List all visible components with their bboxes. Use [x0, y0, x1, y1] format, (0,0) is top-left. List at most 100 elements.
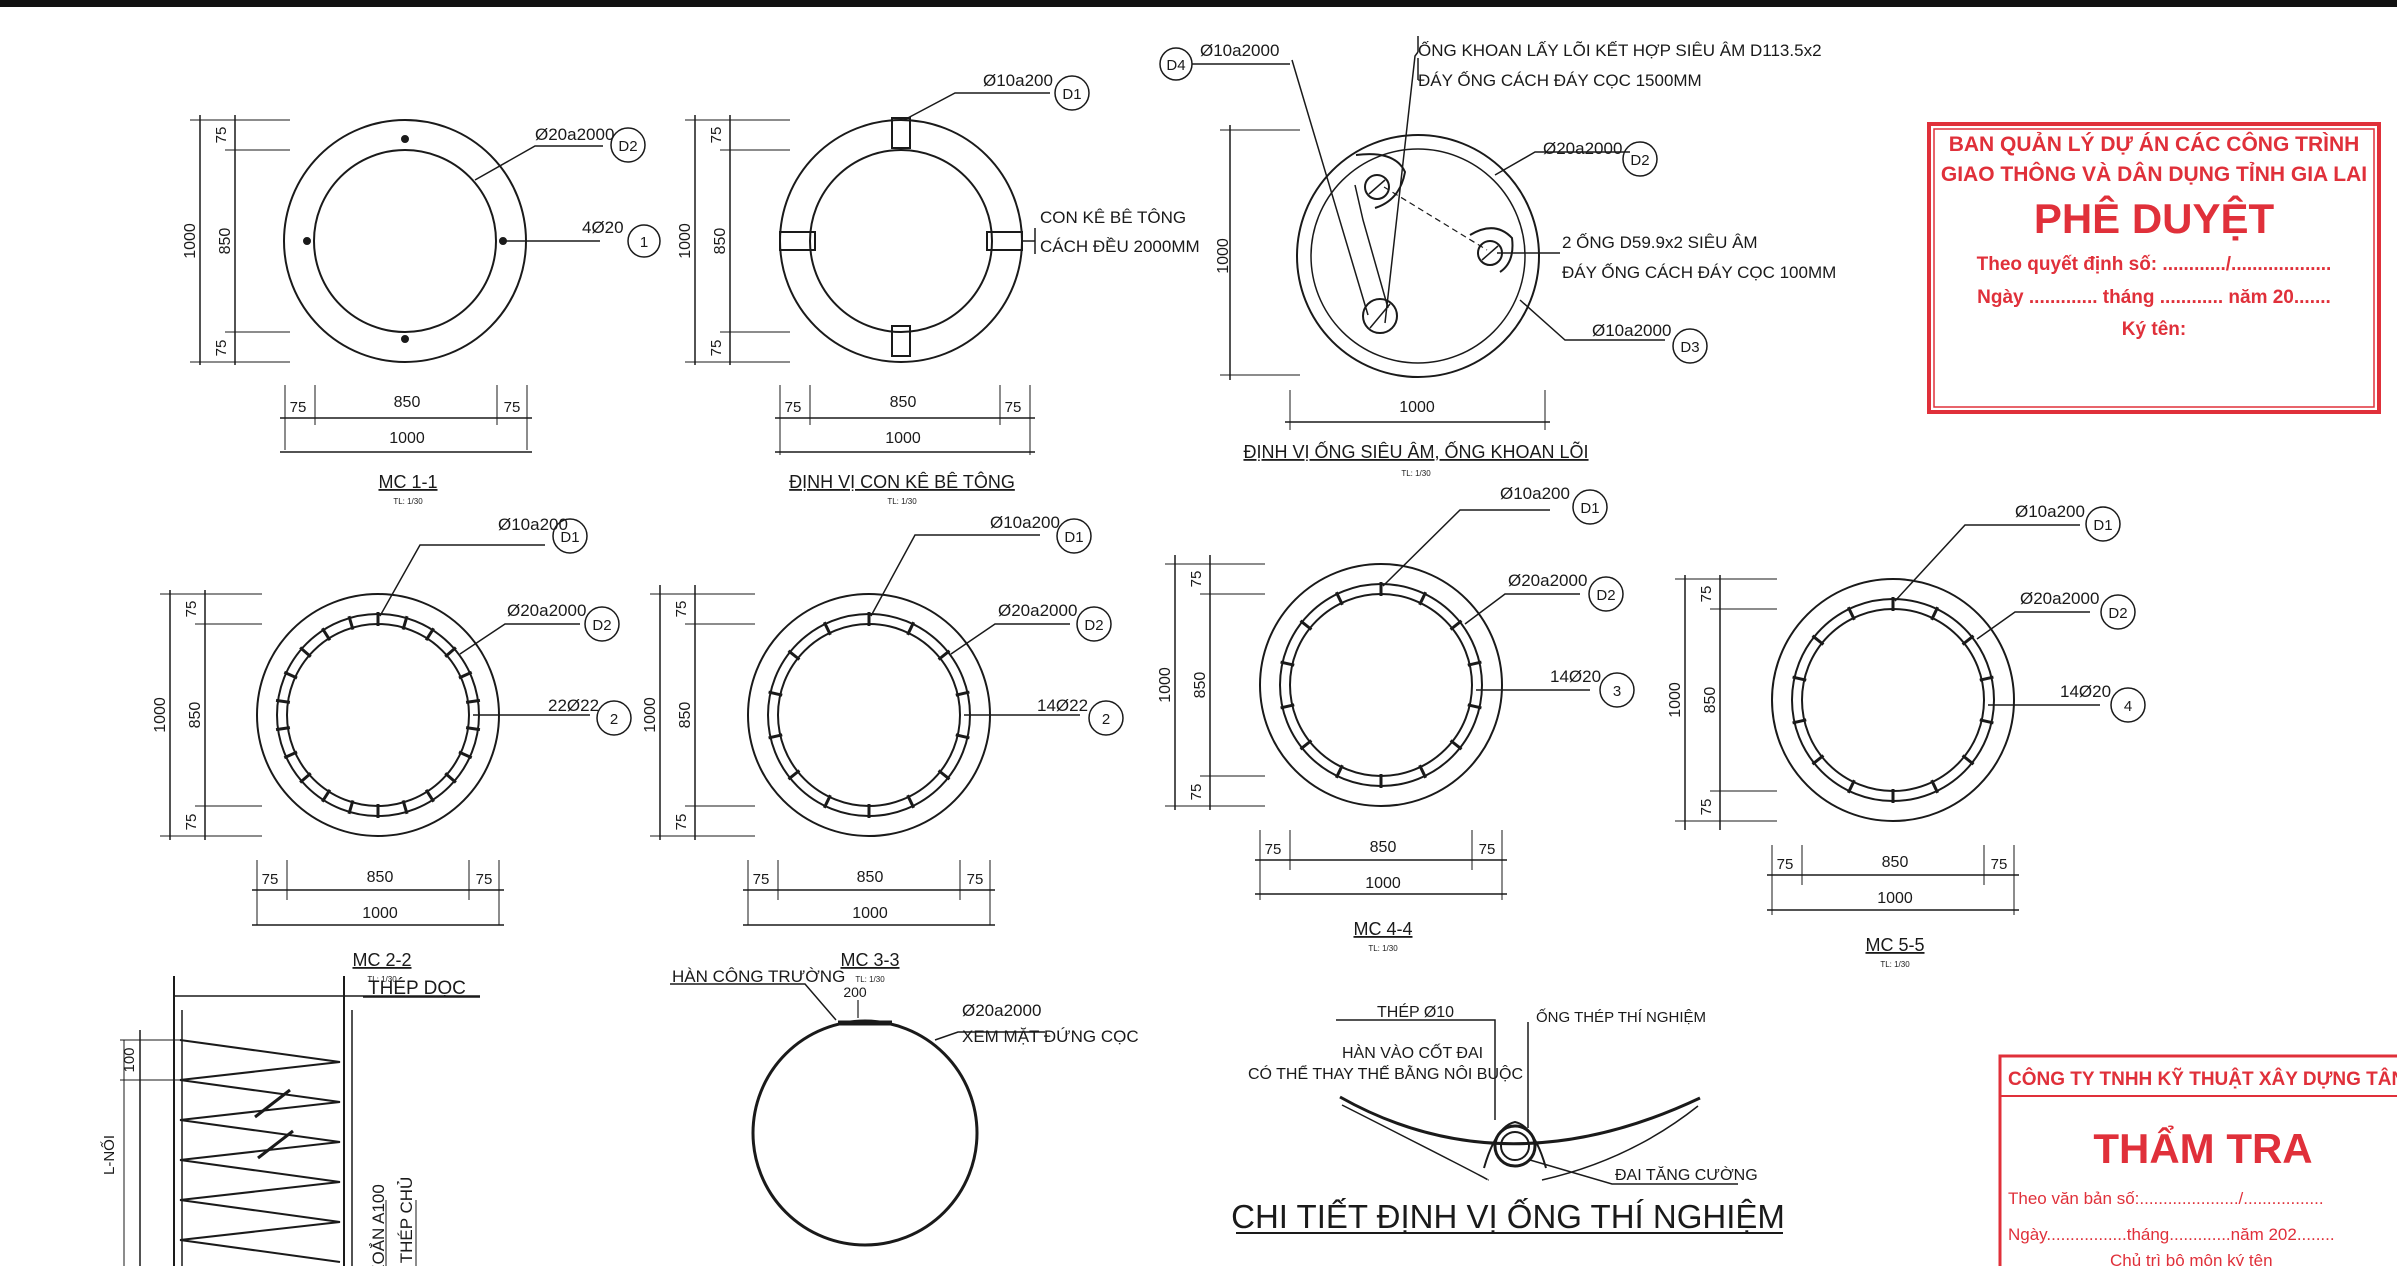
callout-d2: Ø20a2000 — [535, 125, 614, 144]
section-scale: TL: 1/30 — [887, 497, 917, 506]
tag-d1-label: D1 — [2093, 517, 2112, 534]
tube-clip — [1355, 153, 1407, 209]
review-company: CÔNG TY TNHH KỸ THUẬT XÂY DỰNG TÂN TIẾN — [2008, 1068, 2397, 1090]
callout-d4: Ø10a2000 — [1200, 41, 1279, 60]
rebar-tick — [787, 769, 801, 781]
section-scale: TL: 1/30 — [367, 975, 397, 984]
ring-callout-1: Ø20a2000 — [962, 1001, 1041, 1020]
spacer-block — [779, 231, 816, 251]
section-scale: TL: 1/30 — [855, 975, 885, 984]
dim-bottom-75: 75 — [213, 340, 230, 357]
dim-right-75: 75 — [967, 871, 984, 888]
hoop-arc-inner — [1541, 1105, 1699, 1181]
section-mc-3-3 — [650, 518, 1124, 926]
rebar-tick — [937, 769, 951, 781]
rebar-tick — [465, 726, 481, 732]
section-scale: TL: 1/30 — [393, 497, 423, 506]
dim-top-75: 75 — [673, 601, 690, 618]
tag-d1 — [1056, 518, 1092, 554]
sonic-note-2: ĐÁY ỐNG CÁCH ĐÁY CỌC 100MM — [1562, 262, 1836, 282]
callout-d1: Ø10a200 — [1500, 484, 1570, 503]
section-title: MC 2-2 — [352, 950, 411, 970]
section-title: MC 1-1 — [378, 472, 437, 492]
rebar-tick — [1846, 779, 1856, 794]
pile-outline — [1259, 563, 1503, 807]
rebar-tick — [1792, 675, 1807, 682]
section-mc-2-2-text: Ø10a200 D1 Ø20a2000 D2 22Ø22 2 75 850 10… — [152, 515, 618, 999]
sonic-note-1: 2 ỐNG D59.9x2 SIÊU ÂM — [1562, 232, 1758, 252]
rebar-tick — [1334, 764, 1344, 779]
section-tube-layout — [1159, 36, 1708, 430]
dim-1000-h: 1000 — [389, 430, 425, 447]
rebar-tick — [906, 621, 916, 636]
dim-left-75: 75 — [753, 871, 770, 888]
rebar-tick — [347, 799, 355, 815]
dim-bottom-75: 75 — [1698, 799, 1715, 816]
callout-d2: Ø20a2000 — [1543, 139, 1622, 158]
cage-inner — [1801, 608, 1985, 792]
dim-850-v: 850 — [712, 228, 729, 255]
review-title: THẨM TRA — [2093, 1124, 2312, 1172]
dim-850-h: 850 — [890, 394, 917, 411]
section-mc-5-5-text: Ø10a200 D1 Ø20a2000 D2 14Ø20 4 75 850 10… — [1667, 502, 2132, 969]
callout-d2: Ø20a2000 — [998, 601, 1077, 620]
rebar-tick — [822, 621, 832, 636]
dim-1000-h: 1000 — [852, 905, 888, 922]
stamp-approval — [1927, 122, 2381, 414]
rebar-tick — [822, 794, 832, 809]
dim-top-75: 75 — [183, 601, 200, 618]
spacer-note-1: CON KÊ BÊ TÔNG — [1040, 208, 1186, 227]
section-mc-4-4-text: Ø10a200 D1 Ø20a2000 D2 14Ø20 3 75 850 10… — [1157, 484, 1621, 953]
tag-d2 — [1622, 141, 1658, 177]
callout-bars: 4Ø20 — [582, 218, 624, 237]
dim-850-v: 850 — [187, 702, 204, 729]
stamp-review — [1998, 1054, 2397, 1266]
callout-d2: Ø20a2000 — [507, 601, 586, 620]
hoop-arc-inner — [1341, 1104, 1489, 1181]
rebar-tick — [1299, 739, 1313, 751]
cage-outer — [1791, 598, 1995, 802]
elevation-thep-doc-label: THÉP DỌC — [368, 978, 466, 999]
rebar-tick — [299, 646, 312, 658]
dim-top-75: 75 — [1188, 571, 1205, 588]
cage-outer — [276, 613, 480, 817]
hoop-label: ĐAI TĂNG CƯỜNG — [1615, 1165, 1758, 1184]
pile-outline — [1296, 134, 1540, 378]
tag-bar-label: 2 — [1102, 711, 1110, 728]
rebar-tick — [768, 733, 783, 740]
tag-d2 — [1588, 576, 1624, 612]
rebar-tick — [1449, 619, 1463, 631]
dim-1000-v: 1000 — [1157, 667, 1174, 703]
rebar-tick — [1467, 660, 1482, 667]
weld-label: HÀN CÔNG TRƯỜNG — [672, 967, 845, 986]
dim-right-75: 75 — [1479, 841, 1496, 858]
tag-bar — [2110, 687, 2146, 723]
dim-850-v: 850 — [1702, 687, 1719, 714]
cage-inner — [286, 623, 470, 807]
tag-d2 — [610, 127, 646, 163]
dim-850-h: 850 — [1370, 839, 1397, 856]
dim-bottom-75: 75 — [1188, 784, 1205, 801]
dim-1000-v: 1000 — [1215, 238, 1232, 274]
section-title: ĐỊNH VỊ CON KÊ BÊ TÔNG — [789, 471, 1015, 492]
tag-d1-label: D1 — [1064, 529, 1083, 546]
rebar-tick — [1280, 660, 1295, 667]
rebar-tick — [787, 649, 801, 661]
replace-label: CÓ THỂ THAY THẾ BẰNG NÔI BUỘC — [1248, 1064, 1523, 1083]
spacer-block — [891, 325, 911, 357]
rebar-tick — [458, 670, 473, 680]
dim-left-75: 75 — [290, 399, 307, 416]
dim-850-v: 850 — [1192, 672, 1209, 699]
tag-d4-label: D4 — [1166, 57, 1185, 74]
spacer-note-2: CÁCH ĐỀU 2000MM — [1040, 237, 1200, 256]
cage-elevation-text: 100 L-NỐI XOẮN A100 THÉP CHỦ — [100, 1047, 416, 1266]
test-pipe-inner — [1500, 1131, 1530, 1161]
section-scale: TL: 1/30 — [1880, 960, 1910, 969]
cage-elevation — [120, 976, 480, 1266]
rebar-tick — [275, 726, 291, 732]
dim-1000-v: 1000 — [152, 697, 169, 733]
tag-d1-label: D1 — [1062, 86, 1081, 103]
tag-d2-label: D2 — [2108, 605, 2127, 622]
callout-bars: 14Ø20 — [2060, 682, 2111, 701]
dim-left-75: 75 — [1777, 856, 1794, 873]
